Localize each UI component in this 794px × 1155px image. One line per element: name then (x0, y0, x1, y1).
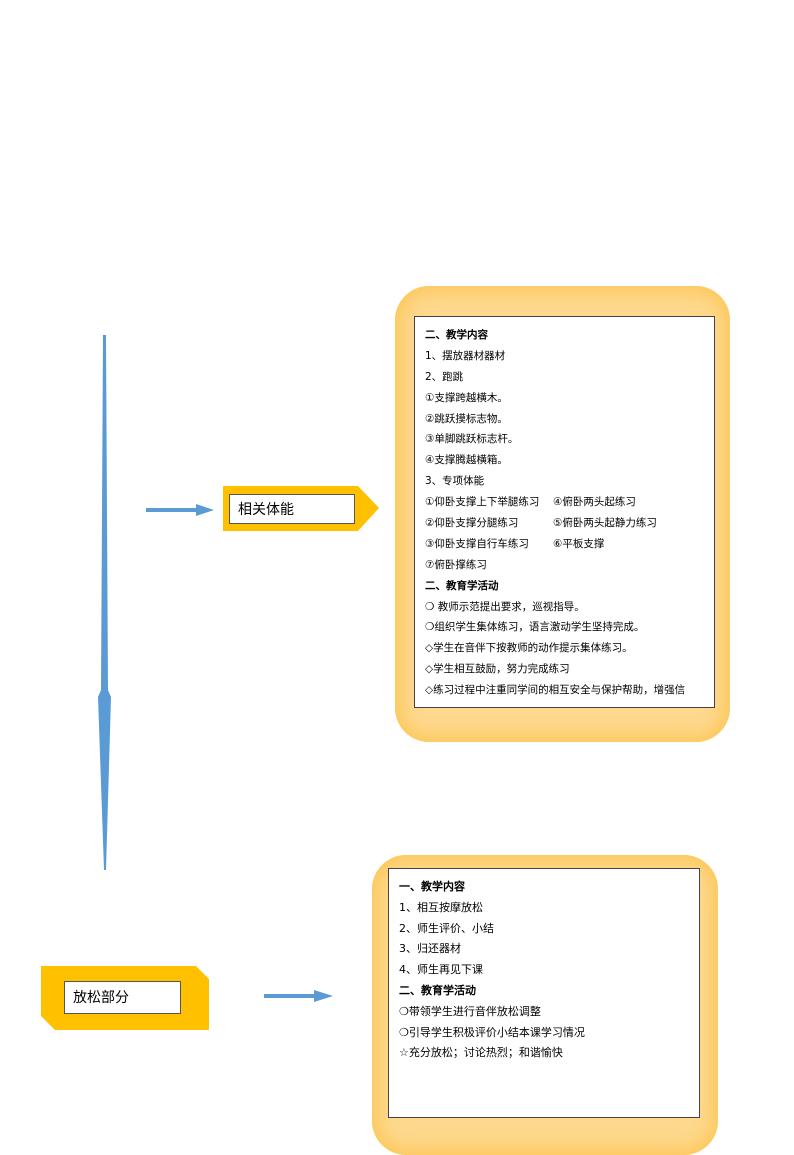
fitness-special-item: ⑦俯卧撑练习 (425, 558, 487, 571)
fitness-special-row: ①仰卧支撑上下举腿练习 ④俯卧两头起练习 (425, 492, 704, 513)
fitness-run-item: ①支撑跨越横木。 (425, 391, 508, 404)
arrow-to-fitness-tag (146, 504, 214, 516)
fitness-special-item: ④俯卧两头起练习 (553, 496, 636, 509)
fitness-heading-activity: 二、教育学活动 (425, 579, 499, 592)
fitness-special-item: ⑥平板支撑 (553, 537, 605, 550)
fitness-special-item: ③仰卧支撑自行车练习 (425, 537, 529, 550)
fitness-content-card: 二、教学内容 1、摆放器材器材 2、跑跳 ①支撑跨越横木。 ②跳跃摸标志物。 ③… (414, 316, 715, 708)
relax-activity-item: ❍带领学生进行音伴放松调整 (399, 1004, 541, 1018)
fitness-item: 2、跑跳 (425, 370, 464, 383)
fitness-activity-item: ◇学生在音伴下按教师的动作提示集体练习。 (425, 642, 633, 655)
related-fitness-tag: 相关体能 (223, 486, 379, 531)
fitness-activity-item: ❍ 教师示范提出要求，巡视指导。 (425, 600, 585, 613)
arrow-to-relax-card (264, 990, 333, 1002)
relax-section-label: 放松部分 (64, 981, 181, 1014)
fitness-item: 3、专项体能 (425, 475, 485, 488)
related-fitness-label: 相关体能 (229, 494, 355, 524)
fitness-run-item: ③单脚跳跃标志杆。 (425, 433, 519, 446)
fitness-run-item: ④支撑腾越横箱。 (425, 454, 508, 467)
fitness-special-item: ⑤俯卧两头起静力练习 (553, 517, 657, 530)
relax-heading-content: 一、教学内容 (399, 880, 465, 893)
fitness-special-row: ②仰卧支撑分腿练习 ⑤俯卧两头起静力练习 (425, 513, 704, 534)
fitness-activity-item: ◇学生相互鼓励，努力完成练习 (425, 663, 570, 676)
relax-heading-activity: 二、教育学活动 (399, 983, 476, 997)
fitness-activity-item: ◇练习过程中注重同学间的相互安全与保护帮助，增强信 (425, 684, 686, 697)
fitness-heading-content: 二、教学内容 (425, 329, 488, 341)
relax-activity-item: ❍引导学生积极评价小结本课学习情况 (399, 1025, 585, 1039)
relax-item: 1、相互按摩放松 (399, 900, 483, 914)
fitness-activity-item: ❍组织学生集体练习，语言激动学生坚持完成。 (425, 621, 645, 634)
vertical-flow-arrow (98, 335, 111, 870)
fitness-item: 1、摆放器材器材 (425, 349, 506, 362)
fitness-special-item: ①仰卧支撑上下举腿练习 (425, 496, 540, 509)
relax-item: 3、归还器材 (399, 942, 461, 956)
relax-item: 4、师生再见下课 (399, 963, 483, 977)
relax-section-tag: 放松部分 (41, 966, 209, 1030)
fitness-run-item: ②跳跃摸标志物。 (425, 412, 508, 425)
fitness-special-item: ②仰卧支撑分腿练习 (425, 517, 519, 530)
fitness-special-row: ③仰卧支撑自行车练习 ⑥平板支撑 (425, 534, 704, 555)
relax-content-card: 一、教学内容 1、相互按摩放松 2、师生评价、小结 3、归还器材 4、师生再见下… (388, 868, 700, 1118)
relax-activity-item: ☆充分放松；讨论热烈；和谐愉快 (399, 1046, 563, 1060)
relax-item: 2、师生评价、小结 (399, 921, 494, 935)
